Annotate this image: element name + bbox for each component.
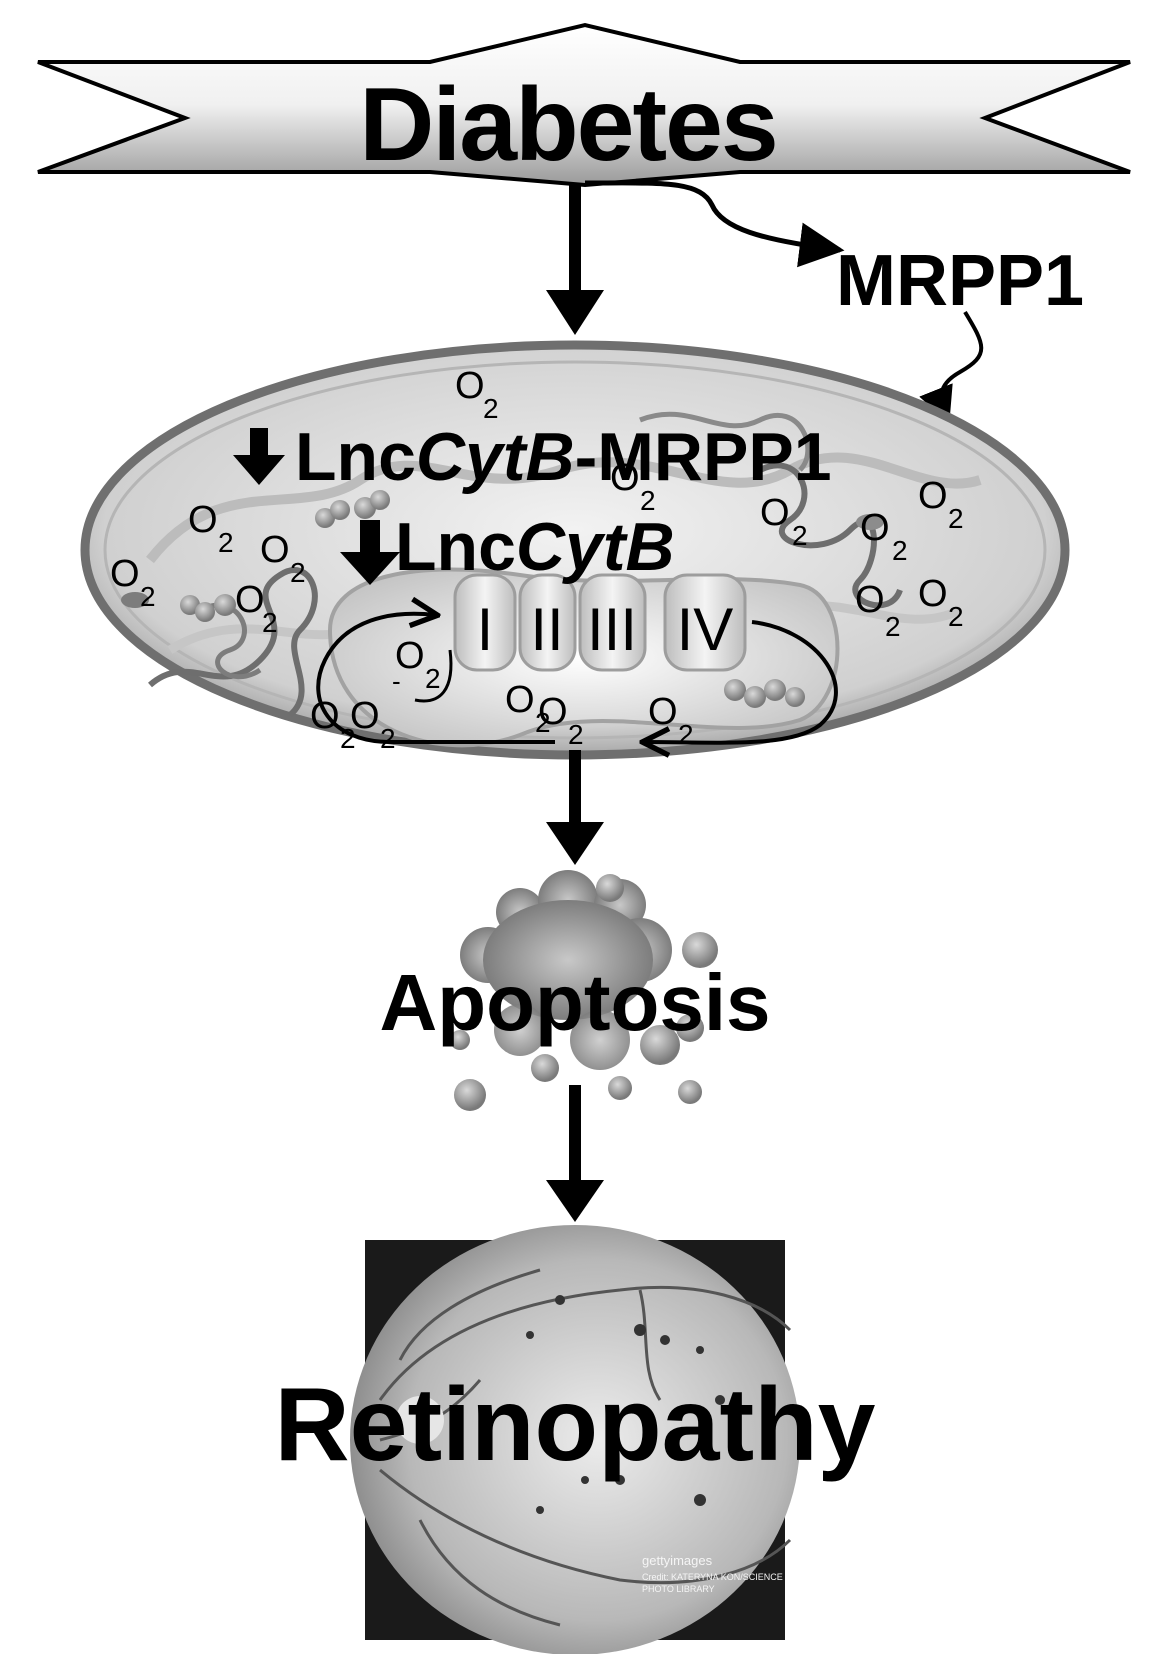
svg-text:IV: IV [677,596,734,663]
svg-text:2: 2 [678,719,694,750]
svg-text:O: O [260,529,290,571]
svg-text:I: I [477,596,494,663]
o2-label: O2 [188,499,234,558]
arrow-mrpp1-to-mitochondrion [919,310,984,424]
apoptosis-label: Apoptosis [379,958,770,1047]
svg-text:O: O [918,573,948,615]
svg-text:2: 2 [290,557,306,588]
svg-text:2: 2 [892,535,908,566]
retinopathy-label: Retinopathy [275,1367,876,1483]
svg-text:2: 2 [640,485,656,516]
diabetes-label: Diabetes [359,67,777,183]
o2-label: O2 [918,573,964,632]
svg-text:O: O [455,365,485,407]
diabetes-banner: Diabetes [37,22,1131,188]
o2-label: O2 [350,695,396,754]
svg-text:O: O [538,691,568,733]
svg-text:2: 2 [425,663,441,694]
o2-label: O2 [855,579,901,642]
mtdna-strand-right [758,462,903,609]
svg-text:O: O [110,553,140,595]
complex-iii: III [578,573,647,672]
svg-text:2: 2 [218,527,234,558]
svg-text:2: 2 [380,723,396,754]
svg-text:2: 2 [140,581,156,612]
svg-text:O: O [310,695,340,737]
svg-text:2: 2 [535,707,551,738]
o2-label: O2 [610,457,656,516]
svg-text:2: 2 [792,520,808,551]
o2-label: O2 [918,475,964,534]
svg-text:2: 2 [885,611,901,642]
svg-text:O: O [648,691,678,733]
photo-credit-line: Credit: KATERYNA KON/SCIENCE [642,1572,783,1582]
o2-label: O2 [455,365,499,424]
svg-text:-: - [392,666,401,696]
svg-text:O: O [235,579,265,621]
svg-text:O: O [860,507,890,549]
o2-label: O2 [860,507,908,566]
svg-text:O: O [918,475,948,517]
lnccytb-mrpp1-label: LncCytB-MRPP1 [233,419,832,495]
down-arrow-icon [340,520,400,585]
ribosome-cluster-left [180,594,236,622]
o2-label: O2 [235,579,278,638]
ribosome-cluster-top [315,490,390,528]
svg-text:2: 2 [262,607,278,638]
o2-label: O2 [538,691,584,750]
o2-label: O2 [760,492,808,551]
o2-label: O2 [505,679,551,738]
down-arrow-icon [233,428,285,485]
photo-credit-brand: gettyimages [642,1553,713,1568]
o2-label: O2 [648,691,694,750]
oxygen-labels: O2 O2 O2 O2 O2 O2 O2 O2 O2 O2 O2 O-2 O2 … [110,365,964,754]
svg-text:O: O [395,635,425,677]
svg-text:III: III [587,596,637,663]
banner-shape [37,22,1131,188]
arrow-diabetes-to-mrpp1 [584,180,845,268]
arrow-apoptosis-to-retinopathy [546,1085,604,1222]
retina-fundus-image: gettyimages Credit: KATERYNA KON/SCIENCE… [350,1225,800,1654]
superoxide-label: O-2 [392,635,441,696]
ribosome-cluster-bottom [724,679,805,708]
apoptotic-cell [450,870,718,1111]
svg-text:2: 2 [948,601,964,632]
svg-text:LncCytB-MRPP1: LncCytB-MRPP1 [295,419,832,495]
svg-text:O: O [610,457,640,499]
photo-credit-library: PHOTO LIBRARY [642,1584,715,1594]
svg-text:2: 2 [340,723,356,754]
svg-text:LncCytB: LncCytB [395,509,675,585]
arrow-diabetes-to-mitochondrion [546,185,604,335]
arrow-mitochondrion-to-apoptosis [546,750,604,865]
etc-complexes: I II III IV [453,573,747,672]
mtdna-strand-left [148,567,318,718]
svg-text:O: O [760,492,790,534]
lnccytb-label: LncCytB [340,509,675,585]
svg-text:2: 2 [483,393,499,424]
svg-text:O: O [505,679,535,721]
complex-ii: II [518,573,577,672]
o2-label: O2 [310,695,356,754]
svg-text:O: O [188,499,218,541]
mitochondrion: I II III IV LncC [80,340,1070,760]
svg-text:II: II [530,596,563,663]
o2-label: O2 [260,529,306,588]
electron-flow-loop [645,620,838,743]
complex-iv: IV [663,573,747,672]
mrpp1-label: MRPP1 [836,241,1084,321]
o2-label: O2 [110,553,156,612]
svg-text:2: 2 [568,719,584,750]
mitochondrion-cristae [146,452,982,564]
svg-text:O: O [350,695,380,737]
complex-i: I [453,573,517,672]
svg-text:O: O [855,579,885,621]
svg-text:2: 2 [948,503,964,534]
